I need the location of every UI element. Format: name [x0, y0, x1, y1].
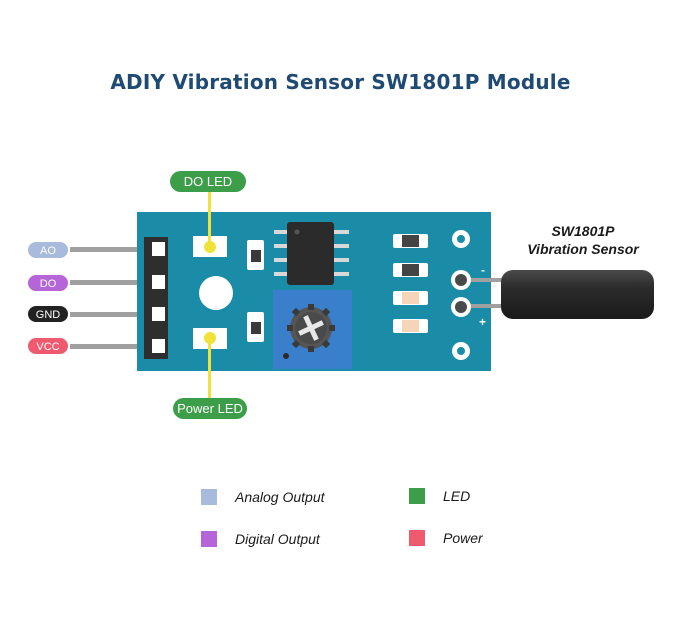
sensor-title-line1: SW1801P	[551, 223, 615, 239]
pin-label-gnd: GND	[28, 306, 68, 322]
potentiometer	[273, 290, 352, 369]
sensor-leads	[451, 270, 519, 317]
smd-components-right	[393, 234, 428, 333]
wire-vcc	[70, 344, 160, 349]
callout-do-led: DO LED	[170, 171, 246, 192]
smd-components-left	[247, 240, 264, 342]
svg-text:DO: DO	[40, 278, 57, 290]
page-title: ADIY Vibration Sensor SW1801P Module	[110, 70, 571, 94]
svg-text:VCC: VCC	[36, 341, 59, 353]
wire-do	[70, 280, 160, 285]
pin-label-ao: AO	[28, 242, 68, 258]
pin-wires	[70, 247, 160, 349]
sensor-title-line2: Vibration Sensor	[527, 241, 639, 257]
do-led	[193, 236, 227, 257]
svg-text:GND: GND	[36, 309, 61, 321]
power-led-leader	[208, 340, 211, 402]
mounting-hole	[199, 276, 233, 310]
ic-chip	[274, 222, 349, 285]
callout-power-led: Power LED	[173, 398, 247, 419]
pads	[452, 230, 470, 360]
sensor-title: SW1801P Vibration Sensor	[518, 222, 648, 258]
polarity-plus: +	[479, 315, 486, 329]
do-led-leader	[208, 190, 211, 242]
polarity-minus: -	[481, 263, 485, 277]
svg-text:AO: AO	[40, 245, 56, 257]
svg-text:DO LED: DO LED	[184, 174, 232, 189]
pin-header	[144, 237, 168, 359]
power-led	[193, 328, 227, 349]
pin-label-do: DO	[28, 275, 68, 291]
wire-gnd	[70, 312, 160, 317]
pin-label-vcc: VCC	[28, 338, 68, 354]
wire-ao	[70, 247, 160, 252]
vibration-sensor	[501, 270, 654, 319]
svg-text:Power LED: Power LED	[177, 401, 243, 416]
